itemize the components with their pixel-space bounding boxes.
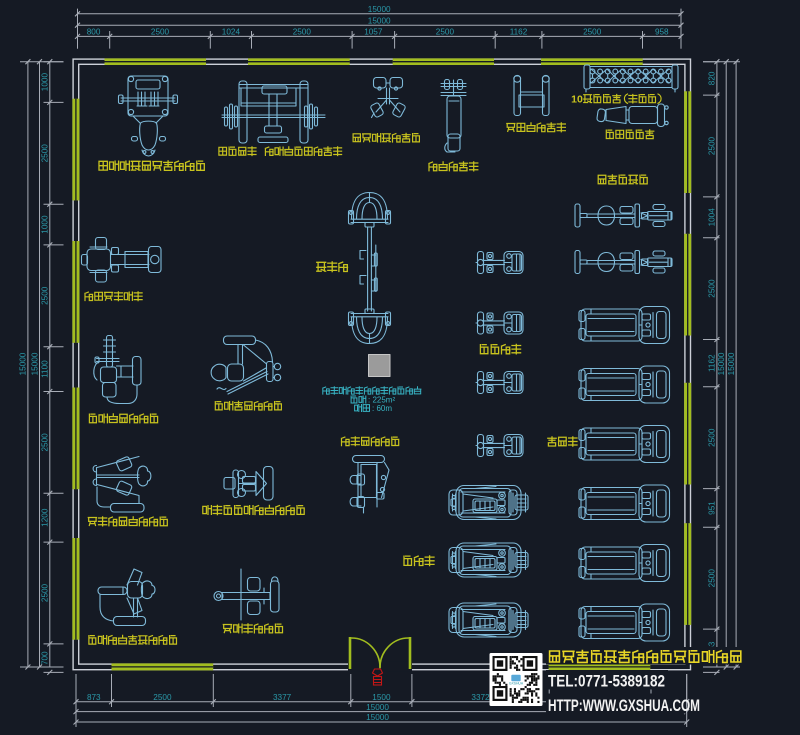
svg-text:2500: 2500 — [41, 144, 50, 163]
svg-text:1057: 1057 — [364, 28, 383, 37]
svg-text:1024: 1024 — [222, 28, 241, 37]
svg-text:2500: 2500 — [153, 693, 172, 702]
svg-text:: 60m: : 60m — [372, 404, 392, 413]
svg-text:3377: 3377 — [273, 693, 292, 702]
svg-text:2500: 2500 — [293, 28, 312, 37]
svg-text:15000: 15000 — [717, 352, 726, 375]
svg-text:HTTP:WWW.GXSHUA.COM: HTTP:WWW.GXSHUA.COM — [548, 697, 700, 715]
svg-text:2500: 2500 — [151, 28, 170, 37]
svg-text:GXSHUA: GXSHUA — [509, 682, 524, 686]
svg-text:820: 820 — [708, 71, 717, 85]
svg-text:1004: 1004 — [708, 208, 717, 227]
svg-text:2500: 2500 — [708, 428, 717, 447]
svg-text:1000: 1000 — [41, 73, 50, 92]
svg-text:1162: 1162 — [510, 28, 528, 37]
svg-text:951: 951 — [708, 501, 717, 515]
svg-text:2500: 2500 — [41, 433, 50, 452]
svg-text:958: 958 — [655, 28, 669, 37]
svg-text:2500: 2500 — [708, 569, 717, 588]
svg-text:15000: 15000 — [366, 713, 389, 722]
svg-text:15000: 15000 — [30, 352, 39, 375]
svg-text:: 225m²: : 225m² — [368, 396, 395, 405]
svg-text:2500: 2500 — [41, 286, 50, 305]
svg-text:TEL:0771-5389182: TEL:0771-5389182 — [548, 673, 665, 691]
svg-text:15000: 15000 — [727, 352, 736, 375]
svg-text:1500: 1500 — [372, 693, 391, 702]
svg-text:15000: 15000 — [368, 17, 391, 26]
svg-text:1100: 1100 — [41, 360, 50, 378]
svg-text:873: 873 — [87, 693, 101, 702]
svg-text:800: 800 — [87, 28, 101, 37]
svg-text:2500: 2500 — [708, 279, 717, 298]
svg-text:15000: 15000 — [366, 703, 389, 712]
svg-text:15000: 15000 — [368, 5, 391, 14]
svg-text:2500: 2500 — [436, 28, 455, 37]
svg-text:2500: 2500 — [708, 136, 717, 155]
svg-text:2500: 2500 — [583, 28, 602, 37]
svg-text:1000: 1000 — [41, 215, 50, 234]
svg-text:1162: 1162 — [708, 354, 717, 372]
svg-text:700: 700 — [41, 651, 50, 665]
svg-text:10: 10 — [571, 94, 583, 106]
svg-text:1200: 1200 — [41, 508, 50, 527]
svg-text:15000: 15000 — [19, 352, 28, 375]
svg-text:3372: 3372 — [471, 693, 490, 702]
svg-text:2500: 2500 — [41, 583, 50, 602]
